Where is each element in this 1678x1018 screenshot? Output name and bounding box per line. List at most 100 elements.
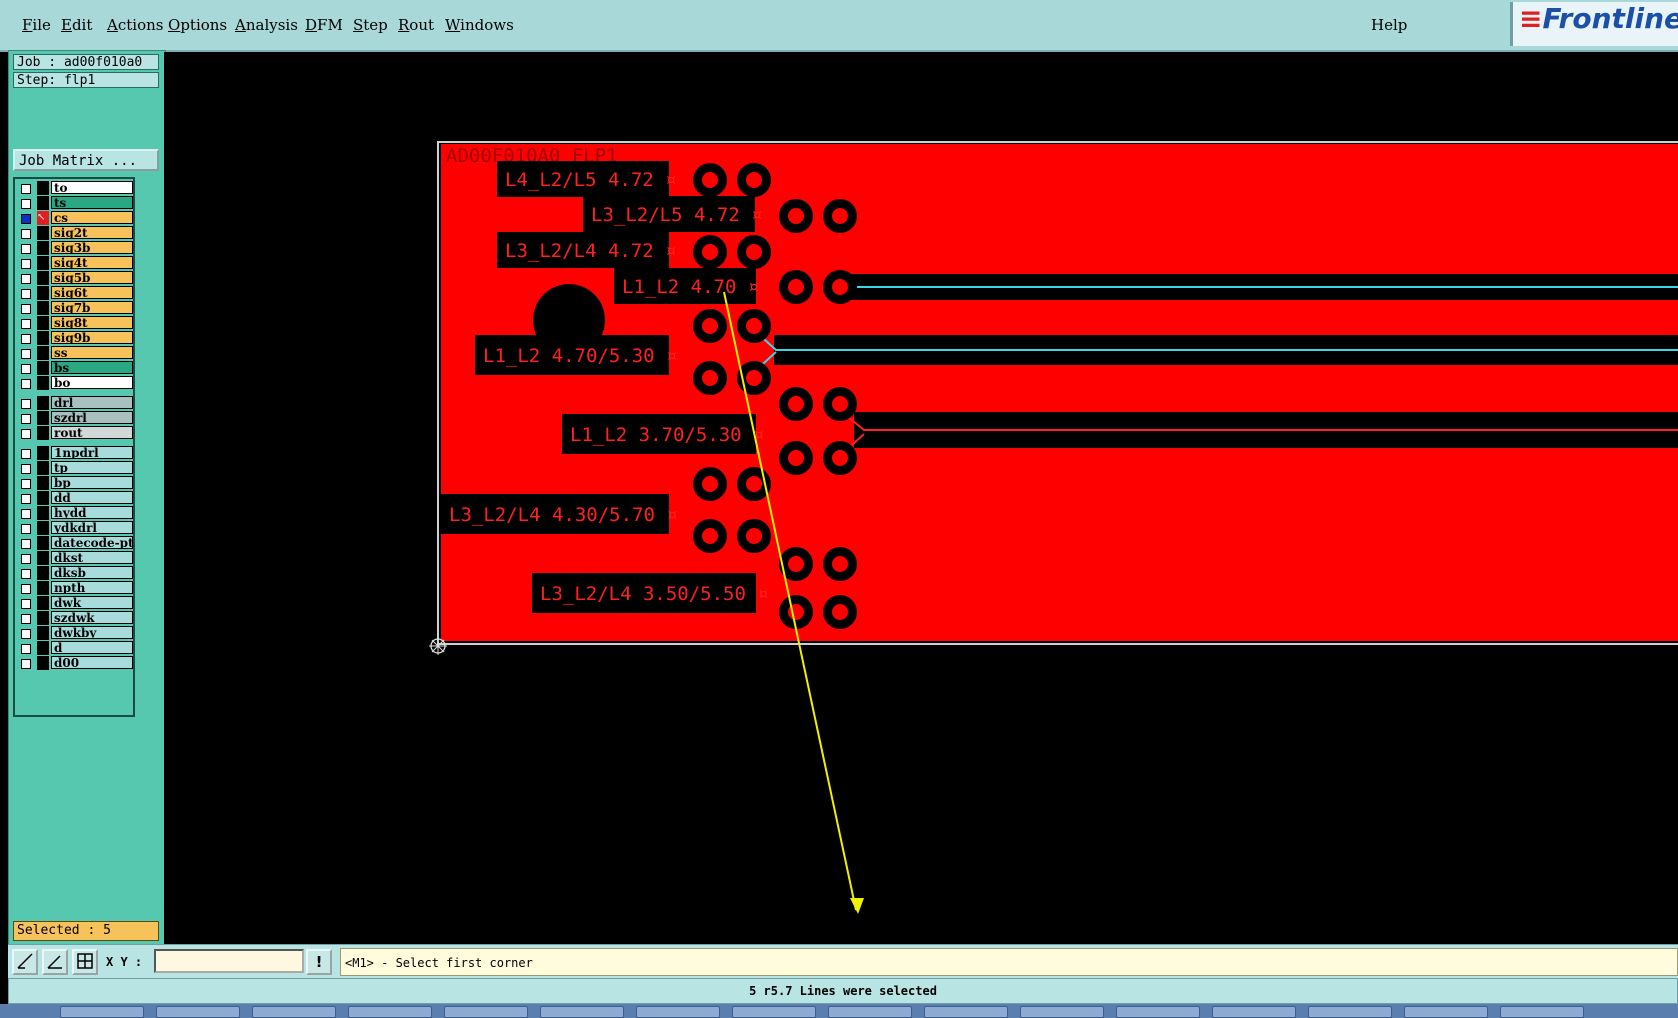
menu-options[interactable]: Options xyxy=(168,16,228,34)
layer-checkbox[interactable] xyxy=(21,334,31,344)
layer-checkbox[interactable] xyxy=(21,509,31,519)
layer-row-npth[interactable]: npth xyxy=(17,581,133,595)
layer-row-dksb[interactable]: dksb xyxy=(17,566,133,580)
layer-checkbox[interactable] xyxy=(21,644,31,654)
layer-row-bo[interactable]: bo xyxy=(17,376,133,390)
layer-row-dkst[interactable]: dkst xyxy=(17,551,133,565)
layer-checkbox[interactable] xyxy=(21,399,31,409)
layer-row-ts[interactable]: ts xyxy=(17,196,133,210)
layer-name[interactable]: sig8t xyxy=(51,316,133,329)
xy-input[interactable] xyxy=(154,949,304,973)
layer-checkbox[interactable] xyxy=(21,449,31,459)
layer-row-tp[interactable]: tp xyxy=(17,461,133,475)
layer-name[interactable]: bs xyxy=(51,361,133,374)
layer-checkbox[interactable] xyxy=(21,414,31,424)
layer-affected-swatch[interactable] xyxy=(37,536,49,550)
layer-checkbox[interactable] xyxy=(21,379,31,389)
menu-actions[interactable]: Actions xyxy=(107,16,164,34)
layer-checkbox[interactable] xyxy=(21,554,31,564)
layer-affected-swatch[interactable] xyxy=(37,491,49,505)
menu-file[interactable]: File xyxy=(22,16,51,34)
layer-checkbox[interactable] xyxy=(21,214,31,224)
menu-dfm[interactable]: DFM xyxy=(305,16,343,34)
menu-edit[interactable]: Edit xyxy=(61,16,93,34)
layer-name[interactable]: cs xyxy=(51,211,133,224)
layer-name[interactable]: bp xyxy=(51,476,133,489)
layer-affected-swatch[interactable] xyxy=(37,656,49,670)
layer-name[interactable]: sig6t xyxy=(51,286,133,299)
menu-rout[interactable]: Rout xyxy=(398,16,435,34)
layer-checkbox[interactable] xyxy=(21,274,31,284)
layer-checkbox[interactable] xyxy=(21,289,31,299)
layer-affected-swatch[interactable] xyxy=(37,241,49,255)
layer-checkbox[interactable] xyxy=(21,244,31,254)
measure-tool-button[interactable] xyxy=(42,949,68,975)
layer-affected-swatch[interactable] xyxy=(37,396,49,410)
layer-row-rout[interactable]: rout xyxy=(17,426,133,440)
layer-name[interactable]: dd xyxy=(51,491,133,504)
taskbar-button[interactable] xyxy=(636,1006,720,1018)
layer-row-ss[interactable]: ss xyxy=(17,346,133,360)
taskbar-button[interactable] xyxy=(444,1006,528,1018)
layer-name[interactable]: ts xyxy=(51,196,133,209)
layer-affected-swatch[interactable] xyxy=(37,581,49,595)
job-matrix-button[interactable]: Job Matrix ... xyxy=(13,149,159,171)
taskbar-button[interactable] xyxy=(732,1006,816,1018)
layer-row-dwkby[interactable]: dwkby xyxy=(17,626,133,640)
layer-checkbox[interactable] xyxy=(21,629,31,639)
layer-affected-swatch[interactable] xyxy=(37,611,49,625)
layer-affected-swatch[interactable] xyxy=(37,476,49,490)
layer-name[interactable]: drl xyxy=(51,396,133,409)
taskbar-button[interactable] xyxy=(1404,1006,1488,1018)
layer-name[interactable]: d xyxy=(51,641,133,654)
layer-checkbox[interactable] xyxy=(21,184,31,194)
layer-name[interactable]: dksb xyxy=(51,566,133,579)
layer-checkbox[interactable] xyxy=(21,229,31,239)
layer-name[interactable]: ss xyxy=(51,346,133,359)
layer-name[interactable]: sig7b xyxy=(51,301,133,314)
layer-affected-swatch[interactable] xyxy=(37,506,49,520)
layer-affected-swatch[interactable] xyxy=(37,346,49,360)
taskbar-button[interactable] xyxy=(348,1006,432,1018)
layer-row-szdrl[interactable]: szdrl xyxy=(17,411,133,425)
layer-affected-swatch[interactable] xyxy=(37,411,49,425)
layer-row-cs[interactable]: ↖cs xyxy=(17,211,133,225)
layer-checkbox[interactable] xyxy=(21,479,31,489)
layer-name[interactable]: dwk xyxy=(51,596,133,609)
layer-name[interactable]: to xyxy=(51,181,133,194)
layer-row-sig2t[interactable]: sig2t xyxy=(17,226,133,240)
layer-row-bp[interactable]: bp xyxy=(17,476,133,490)
taskbar-button[interactable] xyxy=(828,1006,912,1018)
layer-name[interactable]: ydkdrl xyxy=(51,521,133,534)
layer-affected-swatch[interactable] xyxy=(37,286,49,300)
taskbar-button[interactable] xyxy=(1500,1006,1584,1018)
taskbar-button[interactable] xyxy=(156,1006,240,1018)
menu-help[interactable]: Help xyxy=(1371,16,1408,34)
layer-affected-swatch[interactable] xyxy=(37,461,49,475)
layer-name[interactable]: sig9b xyxy=(51,331,133,344)
layer-checkbox[interactable] xyxy=(21,569,31,579)
layer-name[interactable]: dkst xyxy=(51,551,133,564)
layer-affected-swatch[interactable] xyxy=(37,376,49,390)
taskbar-button[interactable] xyxy=(1116,1006,1200,1018)
layer-checkbox[interactable] xyxy=(21,599,31,609)
layer-affected-swatch[interactable] xyxy=(37,521,49,535)
taskbar-button[interactable] xyxy=(252,1006,336,1018)
work-layer-arrow-icon[interactable]: ↖ xyxy=(37,211,49,225)
layer-affected-swatch[interactable] xyxy=(37,641,49,655)
layer-name[interactable]: npth xyxy=(51,581,133,594)
taskbar-button[interactable] xyxy=(60,1006,144,1018)
layer-row-dwk[interactable]: dwk xyxy=(17,596,133,610)
layer-name[interactable]: d00 xyxy=(51,656,133,669)
layer-row-sig3b[interactable]: sig3b xyxy=(17,241,133,255)
alert-button[interactable]: ! xyxy=(306,949,332,975)
layer-name[interactable]: rout xyxy=(51,426,133,439)
layer-name[interactable]: hydd xyxy=(51,506,133,519)
layer-name[interactable]: bo xyxy=(51,376,133,389)
taskbar-button[interactable] xyxy=(540,1006,624,1018)
layer-row-sig9b[interactable]: sig9b xyxy=(17,331,133,345)
layer-affected-swatch[interactable] xyxy=(37,596,49,610)
layer-row-szdwk[interactable]: szdwk xyxy=(17,611,133,625)
layer-checkbox[interactable] xyxy=(21,464,31,474)
layer-row-bs[interactable]: bs xyxy=(17,361,133,375)
